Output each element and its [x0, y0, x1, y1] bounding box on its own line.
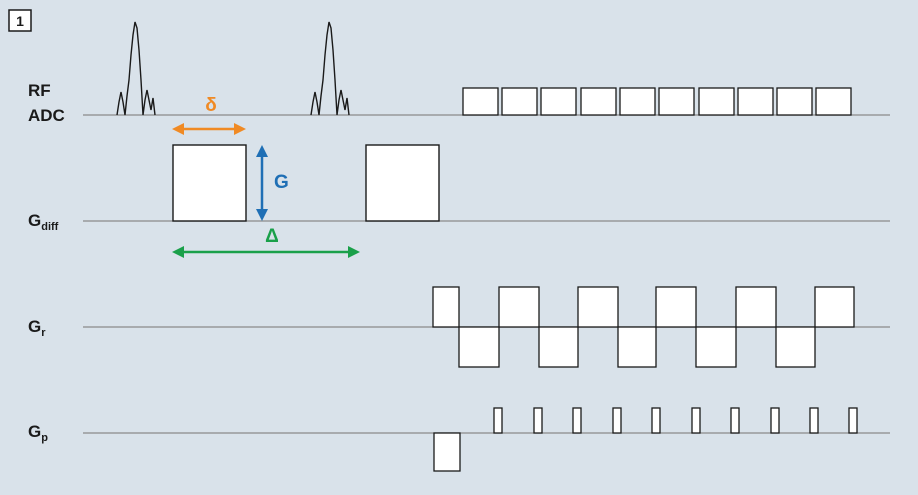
delta-large-arrowhead-right [348, 246, 360, 258]
gp-blip [612, 407, 622, 434]
gr-lobe-negative [538, 326, 579, 368]
gp-blip [848, 407, 858, 434]
gp-blip [533, 407, 543, 434]
gp-label: Gp [28, 422, 48, 444]
figure-number-text: 1 [16, 13, 24, 29]
gr-lobe-positive [577, 286, 619, 328]
gr-waveform [432, 286, 855, 368]
adc-window [501, 87, 538, 116]
gdiff-lobe-first [172, 144, 247, 222]
gp-label-main: G [28, 422, 41, 441]
adc-window [698, 87, 735, 116]
delta-small-arrowhead-left [172, 123, 184, 135]
gradient-strength-arrowhead-up [256, 145, 268, 157]
rf-pulse-refocusing [310, 21, 350, 116]
gdiff-label-main: G [28, 211, 41, 230]
adc-windows [462, 87, 852, 116]
gradient-strength-arrowhead-down [256, 209, 268, 221]
gp-blip [730, 407, 740, 434]
gradient-strength-annotation: G [256, 145, 289, 221]
gp-prephaser-lobe [433, 432, 461, 472]
adc-window [815, 87, 852, 116]
adc-window [580, 87, 617, 116]
gr-label: Gr [28, 317, 46, 339]
gradient-strength-label: G [274, 172, 289, 193]
delta-small-arrowhead-right [234, 123, 246, 135]
rf-label: RF [28, 81, 51, 100]
gr-lobe-negative [775, 326, 816, 368]
figure-number-box [8, 9, 32, 32]
gp-label-sub: p [41, 432, 48, 444]
gr-lobe-positive [655, 286, 697, 328]
gr-lobe-positive [498, 286, 540, 328]
gp-blip [770, 407, 780, 434]
delta-small-label: δ [205, 95, 217, 116]
gr-prephaser-lobe [432, 286, 460, 328]
gr-lobe-positive [814, 286, 855, 328]
adc-window [658, 87, 695, 116]
adc-window [462, 87, 499, 116]
delta-large-annotation: Δ [172, 226, 360, 258]
adc-window [776, 87, 813, 116]
adc-window [737, 87, 774, 116]
gdiff-label: Gdiff [28, 211, 59, 233]
adc-label: ADC [28, 106, 65, 125]
figure-number-badge: 1 [8, 9, 32, 32]
gr-lobe-negative [695, 326, 737, 368]
gp-waveform [433, 407, 858, 472]
gr-label-main: G [28, 317, 41, 336]
adc-window [540, 87, 577, 116]
gr-lobe-negative [617, 326, 657, 368]
gp-blip [691, 407, 701, 434]
rf-pulse-excitation [116, 21, 156, 116]
delta-small-annotation: δ [172, 95, 246, 135]
delta-large-arrowhead-left [172, 246, 184, 258]
gp-blip [651, 407, 661, 434]
gr-lobe-negative [458, 326, 500, 368]
gr-label-sub: r [41, 327, 46, 339]
gp-blip [809, 407, 819, 434]
gp-blip [493, 407, 503, 434]
gp-blip [572, 407, 582, 434]
gdiff-label-sub: diff [41, 221, 58, 233]
adc-window [619, 87, 656, 116]
delta-large-label: Δ [265, 226, 279, 247]
gr-lobe-positive [735, 286, 777, 328]
gdiff-lobe-second [365, 144, 440, 222]
